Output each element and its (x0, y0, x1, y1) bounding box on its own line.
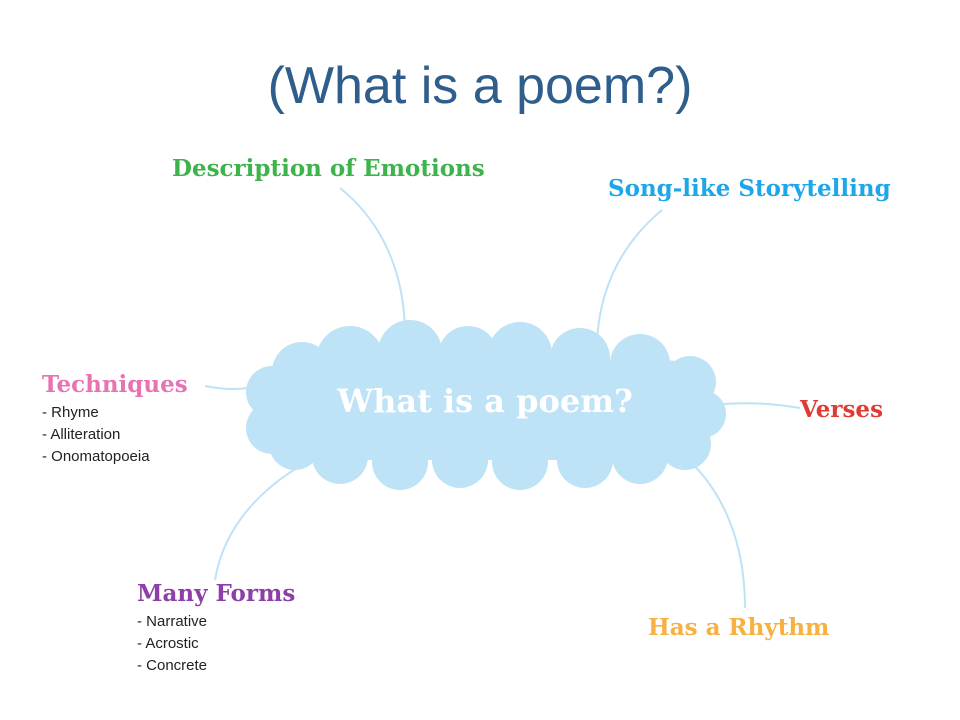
branch-forms-label: Many Forms (137, 580, 296, 607)
list-item: - Onomatopoeia (42, 448, 150, 465)
list-item: - Narrative (137, 613, 208, 630)
list-item: - Acrostic (137, 635, 199, 652)
forms-list: - Narrative - Acrostic - Concrete (137, 611, 207, 677)
list-item: - Rhyme (42, 404, 99, 421)
branch-rhythm-label: Has a Rhythm (648, 614, 830, 641)
branch-emotions-label: Description of Emotions (172, 155, 485, 182)
list-item: - Concrete (137, 657, 208, 674)
connector-rhythm (679, 451, 746, 609)
branch-techniques-label: Techniques (42, 371, 188, 398)
center-node-label: What is a poem? (337, 382, 633, 420)
connector-storytelling (596, 209, 663, 341)
branch-verses-label: Verses (800, 396, 884, 423)
techniques-list: - Rhyme - Alliteration - Onomatopoeia (42, 402, 150, 468)
list-item: - Alliteration (42, 426, 121, 443)
cloud-shape (246, 320, 726, 490)
connector-verses (721, 402, 801, 409)
connector-forms (214, 454, 321, 581)
branch-storytelling-label: Song-like Storytelling (608, 175, 891, 202)
connector-emotions (339, 187, 406, 336)
page-title: (What is a poem?) (267, 57, 693, 115)
